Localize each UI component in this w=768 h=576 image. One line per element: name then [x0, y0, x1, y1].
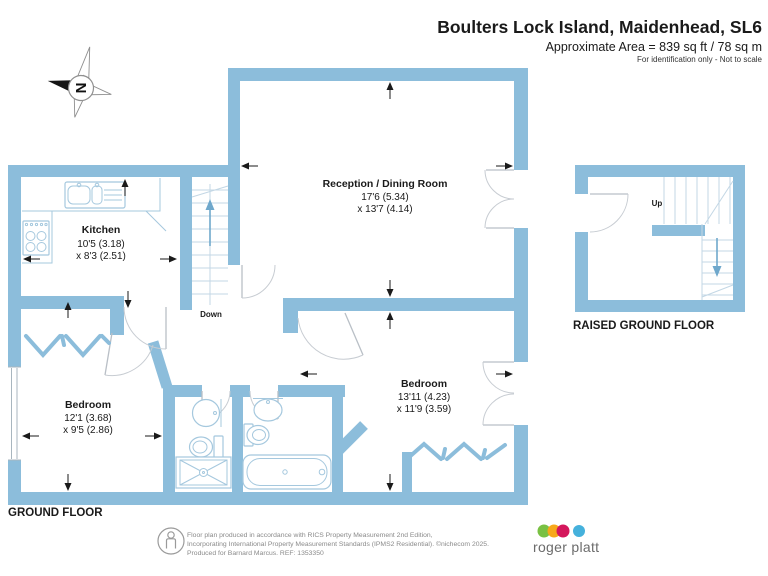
- kitchen-counter: [22, 178, 167, 264]
- logo-dot-pink: [556, 524, 570, 538]
- approximate-area: Approximate Area = 839 sq ft / 78 sq m: [546, 40, 762, 54]
- basin-right: [253, 398, 283, 422]
- kitchen-dim1: 10'5 (3.18): [77, 239, 125, 250]
- ground-floor-label: GROUND FLOOR: [8, 507, 103, 519]
- bedroom1-name: Bedroom: [65, 399, 111, 411]
- footer-line3: Produced for Barnard Marcus. REF: 135335…: [187, 550, 324, 557]
- logo-dot-green: [537, 524, 551, 538]
- footer-line1: Floor plan produced in accordance with R…: [187, 532, 433, 539]
- kitchen-fixtures: [22, 178, 167, 264]
- wardrobe-bedroom1: [24, 334, 111, 358]
- footer: Floor plan produced in accordance with R…: [157, 524, 599, 557]
- stairs-up-label: Up: [652, 199, 663, 208]
- bedroom1-dim1: 12'1 (3.68): [64, 413, 112, 424]
- kitchen-sink: [64, 181, 126, 209]
- kitchen-name: Kitchen: [82, 224, 121, 236]
- bedroom2-dim1: 13'11 (4.23): [398, 392, 450, 403]
- bedroom1-dim2: x 9'5 (2.86): [63, 425, 113, 436]
- bathroom-right-fixtures: [242, 398, 332, 490]
- compass-north-label: N: [73, 83, 90, 94]
- door-bedroom2: [297, 312, 364, 360]
- stairs-up-arrowhead: [205, 199, 215, 210]
- wardrobe-bedroom2: [405, 441, 507, 461]
- door-kitchen: [123, 306, 167, 350]
- shower: [175, 456, 232, 489]
- toilet-left: [188, 435, 224, 459]
- header: Boulters Lock Island, Maidenhead, SL6 Ap…: [437, 17, 762, 64]
- reception-dim2: x 13'7 (4.14): [357, 204, 412, 215]
- kitchen-dim2: x 8'3 (2.51): [76, 251, 126, 262]
- footer-line2: Incorporating International Property Mea…: [187, 540, 489, 548]
- door-reception-entry: [241, 264, 276, 299]
- bathtub: [242, 454, 332, 490]
- angled-wall-bedroom1: [147, 340, 173, 389]
- dimension-arrows: [22, 82, 513, 491]
- french-doors-reception: [484, 169, 515, 229]
- stairs-raised: [663, 177, 734, 300]
- basin-left: [191, 398, 222, 428]
- logo-dot-orange: [547, 524, 561, 538]
- certification-icon: [157, 527, 185, 555]
- door-raised-floor: [589, 193, 629, 233]
- stairs-ground: [191, 184, 229, 305]
- raised-stairs-down-arrowhead: [712, 266, 722, 277]
- logo-dot-blue: [573, 525, 585, 537]
- door-bedroom1: [104, 332, 154, 377]
- reception-dim1: 17'6 (5.34): [361, 192, 409, 203]
- compass-icon: N: [47, 46, 112, 118]
- page-title: Boulters Lock Island, Maidenhead, SL6: [437, 17, 762, 37]
- compass-circle: [67, 74, 95, 102]
- walls: [8, 68, 745, 505]
- toilet-right: [243, 423, 270, 447]
- window-bedroom1: [8, 366, 21, 461]
- logo-text: roger platt: [533, 539, 599, 555]
- raised-ground-floor-label: RAISED GROUND FLOOR: [573, 320, 715, 332]
- compass-point-w-black: [47, 80, 74, 92]
- reception-name: Reception / Dining Room: [323, 178, 448, 190]
- bathroom-left-fixtures: [175, 398, 232, 489]
- kitchen-stove: [22, 220, 50, 256]
- room-labels: Kitchen 10'5 (3.18) x 8'3 (2.51) Recepti…: [63, 178, 451, 436]
- french-doors-bedroom2: [482, 361, 515, 426]
- bedroom2-dim2: x 11'9 (3.59): [397, 404, 452, 415]
- disclaimer: For identification only - Not to scale: [637, 55, 762, 64]
- angled-wall-bedroom2: [333, 421, 368, 456]
- bedroom2-name: Bedroom: [401, 378, 447, 390]
- roger-platt-logo: roger platt: [533, 524, 599, 555]
- stairs-down-label: Down: [200, 310, 222, 319]
